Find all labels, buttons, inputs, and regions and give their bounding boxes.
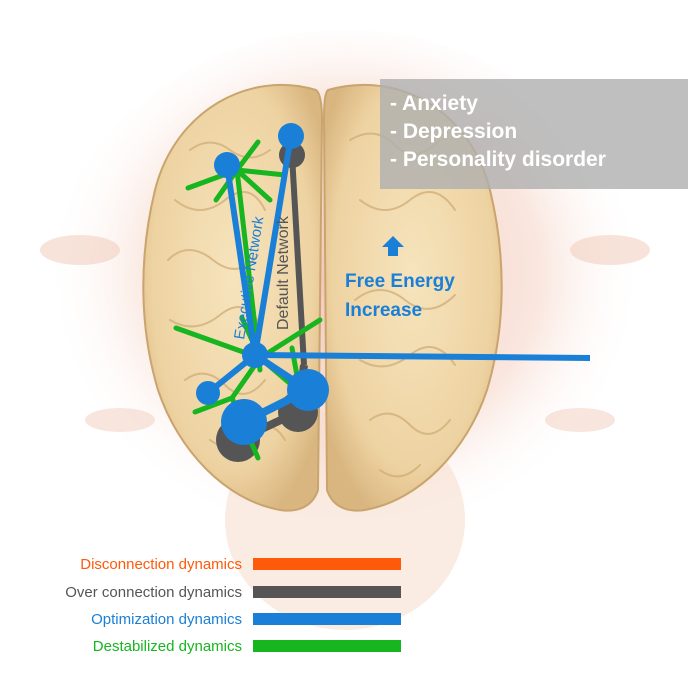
conditions-box: - Anxiety - Depression - Personality dis… (380, 79, 688, 189)
legend-label: Over connection dynamics (65, 584, 242, 601)
free-energy-label-line1: Free Energy (345, 271, 455, 292)
legend-item-optimization: Optimization dynamics (0, 610, 700, 634)
executive-node (196, 381, 220, 405)
legend-swatch (253, 640, 401, 652)
executive-node (214, 152, 240, 178)
legend-item-destabilized: Destabilized dynamics (0, 637, 700, 661)
executive-node (221, 399, 267, 445)
legend-label: Optimization dynamics (91, 611, 242, 628)
executive-network (196, 123, 591, 445)
condition-personality-disorder: - Personality disorder (390, 148, 606, 171)
hub-node (242, 342, 268, 368)
legend-label: Disconnection dynamics (80, 556, 242, 573)
free-energy-label-line2: Increase (345, 300, 423, 321)
legend-swatch (253, 586, 401, 598)
legend-item-disconnection: Disconnection dynamics (0, 555, 700, 579)
default-network-label: Default Network (275, 215, 292, 330)
legend-item-over-connection: Over connection dynamics (0, 583, 700, 607)
legend-swatch (253, 558, 401, 570)
legend-swatch (253, 613, 401, 625)
condition-anxiety: - Anxiety (390, 92, 478, 115)
legend-label: Destabilized dynamics (92, 638, 242, 655)
connection-line (254, 352, 591, 361)
executive-node (287, 369, 329, 411)
condition-depression: - Depression (390, 120, 518, 143)
executive-node (278, 123, 304, 149)
up-arrow-icon (382, 236, 404, 256)
